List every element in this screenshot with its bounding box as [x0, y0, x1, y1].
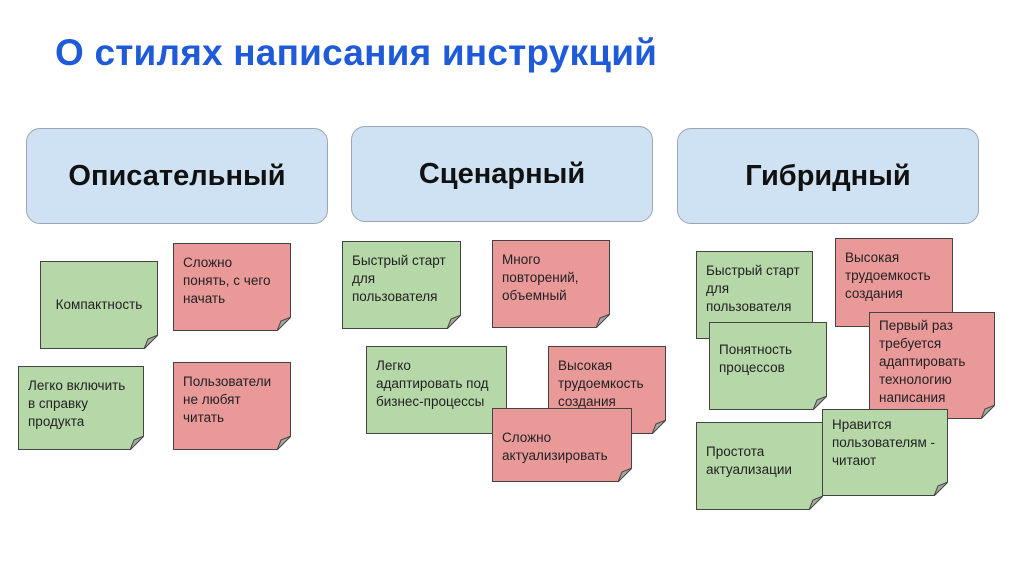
page-curl-icon [277, 436, 291, 450]
note-text: Высокая трудоемкость создания [558, 358, 644, 409]
note-text: Нравится пользователям - читают [832, 417, 936, 468]
note-text: Первый раз требуется адаптировать технол… [879, 318, 966, 405]
note-text: Легко включить в справку продукта [28, 378, 126, 429]
sticky-note-con: Много повторений, объемный [492, 240, 610, 328]
page-curl-icon [934, 482, 948, 496]
page-curl-icon [130, 436, 144, 450]
page-curl-icon [447, 315, 461, 329]
page-curl-icon [813, 396, 827, 410]
note-text: Легко адаптировать под бизнес-процессы [376, 358, 489, 409]
note-text: Компактность [55, 297, 143, 312]
sticky-note-pro: Легко включить в справку продукта [18, 366, 144, 450]
note-text: Высокая трудоемкость создания [845, 250, 931, 301]
page-curl-icon [618, 468, 632, 482]
header-hybrid: Гибридный [677, 128, 979, 224]
page-curl-icon [652, 420, 666, 434]
page-curl-icon [596, 314, 610, 328]
note-text: Понятность процессов [719, 342, 793, 375]
note-text: Быстрый старт для пользователя [352, 253, 446, 304]
note-text: Сложно актуализировать [502, 430, 608, 463]
sticky-note-pro: Нравится пользователям - читают [822, 409, 948, 496]
page-curl-icon [144, 335, 158, 349]
sticky-note-pro: Простота актуализации [696, 422, 823, 510]
sticky-note-con: Сложно актуализировать [492, 408, 632, 482]
page-curl-icon [277, 317, 291, 331]
note-text: Простота актуализации [706, 444, 792, 477]
slide-title: О стилях написания инструкций [55, 32, 658, 73]
sticky-note-pro: Быстрый старт для пользователя [342, 241, 461, 329]
note-text: Сложно понять, с чего начать [183, 255, 271, 306]
sticky-note-pro: Легко адаптировать под бизнес-процессы [366, 346, 507, 434]
sticky-note-pro: Компактность [40, 261, 158, 349]
note-text: Много повторений, объемный [502, 252, 579, 303]
page-curl-icon [809, 496, 823, 510]
header-descriptive: Описательный [26, 128, 328, 224]
header-scenario: Сценарный [351, 126, 653, 222]
sticky-note-con: Пользователи не любят читать [173, 362, 291, 450]
sticky-note-pro: Понятность процессов [709, 322, 827, 410]
note-text: Быстрый старт для пользователя [706, 263, 800, 314]
page-curl-icon [981, 405, 995, 419]
note-text: Пользователи не любят читать [183, 374, 272, 425]
sticky-note-con: Первый раз требуется адаптировать технол… [869, 312, 995, 419]
sticky-note-con: Сложно понять, с чего начать [173, 243, 291, 331]
